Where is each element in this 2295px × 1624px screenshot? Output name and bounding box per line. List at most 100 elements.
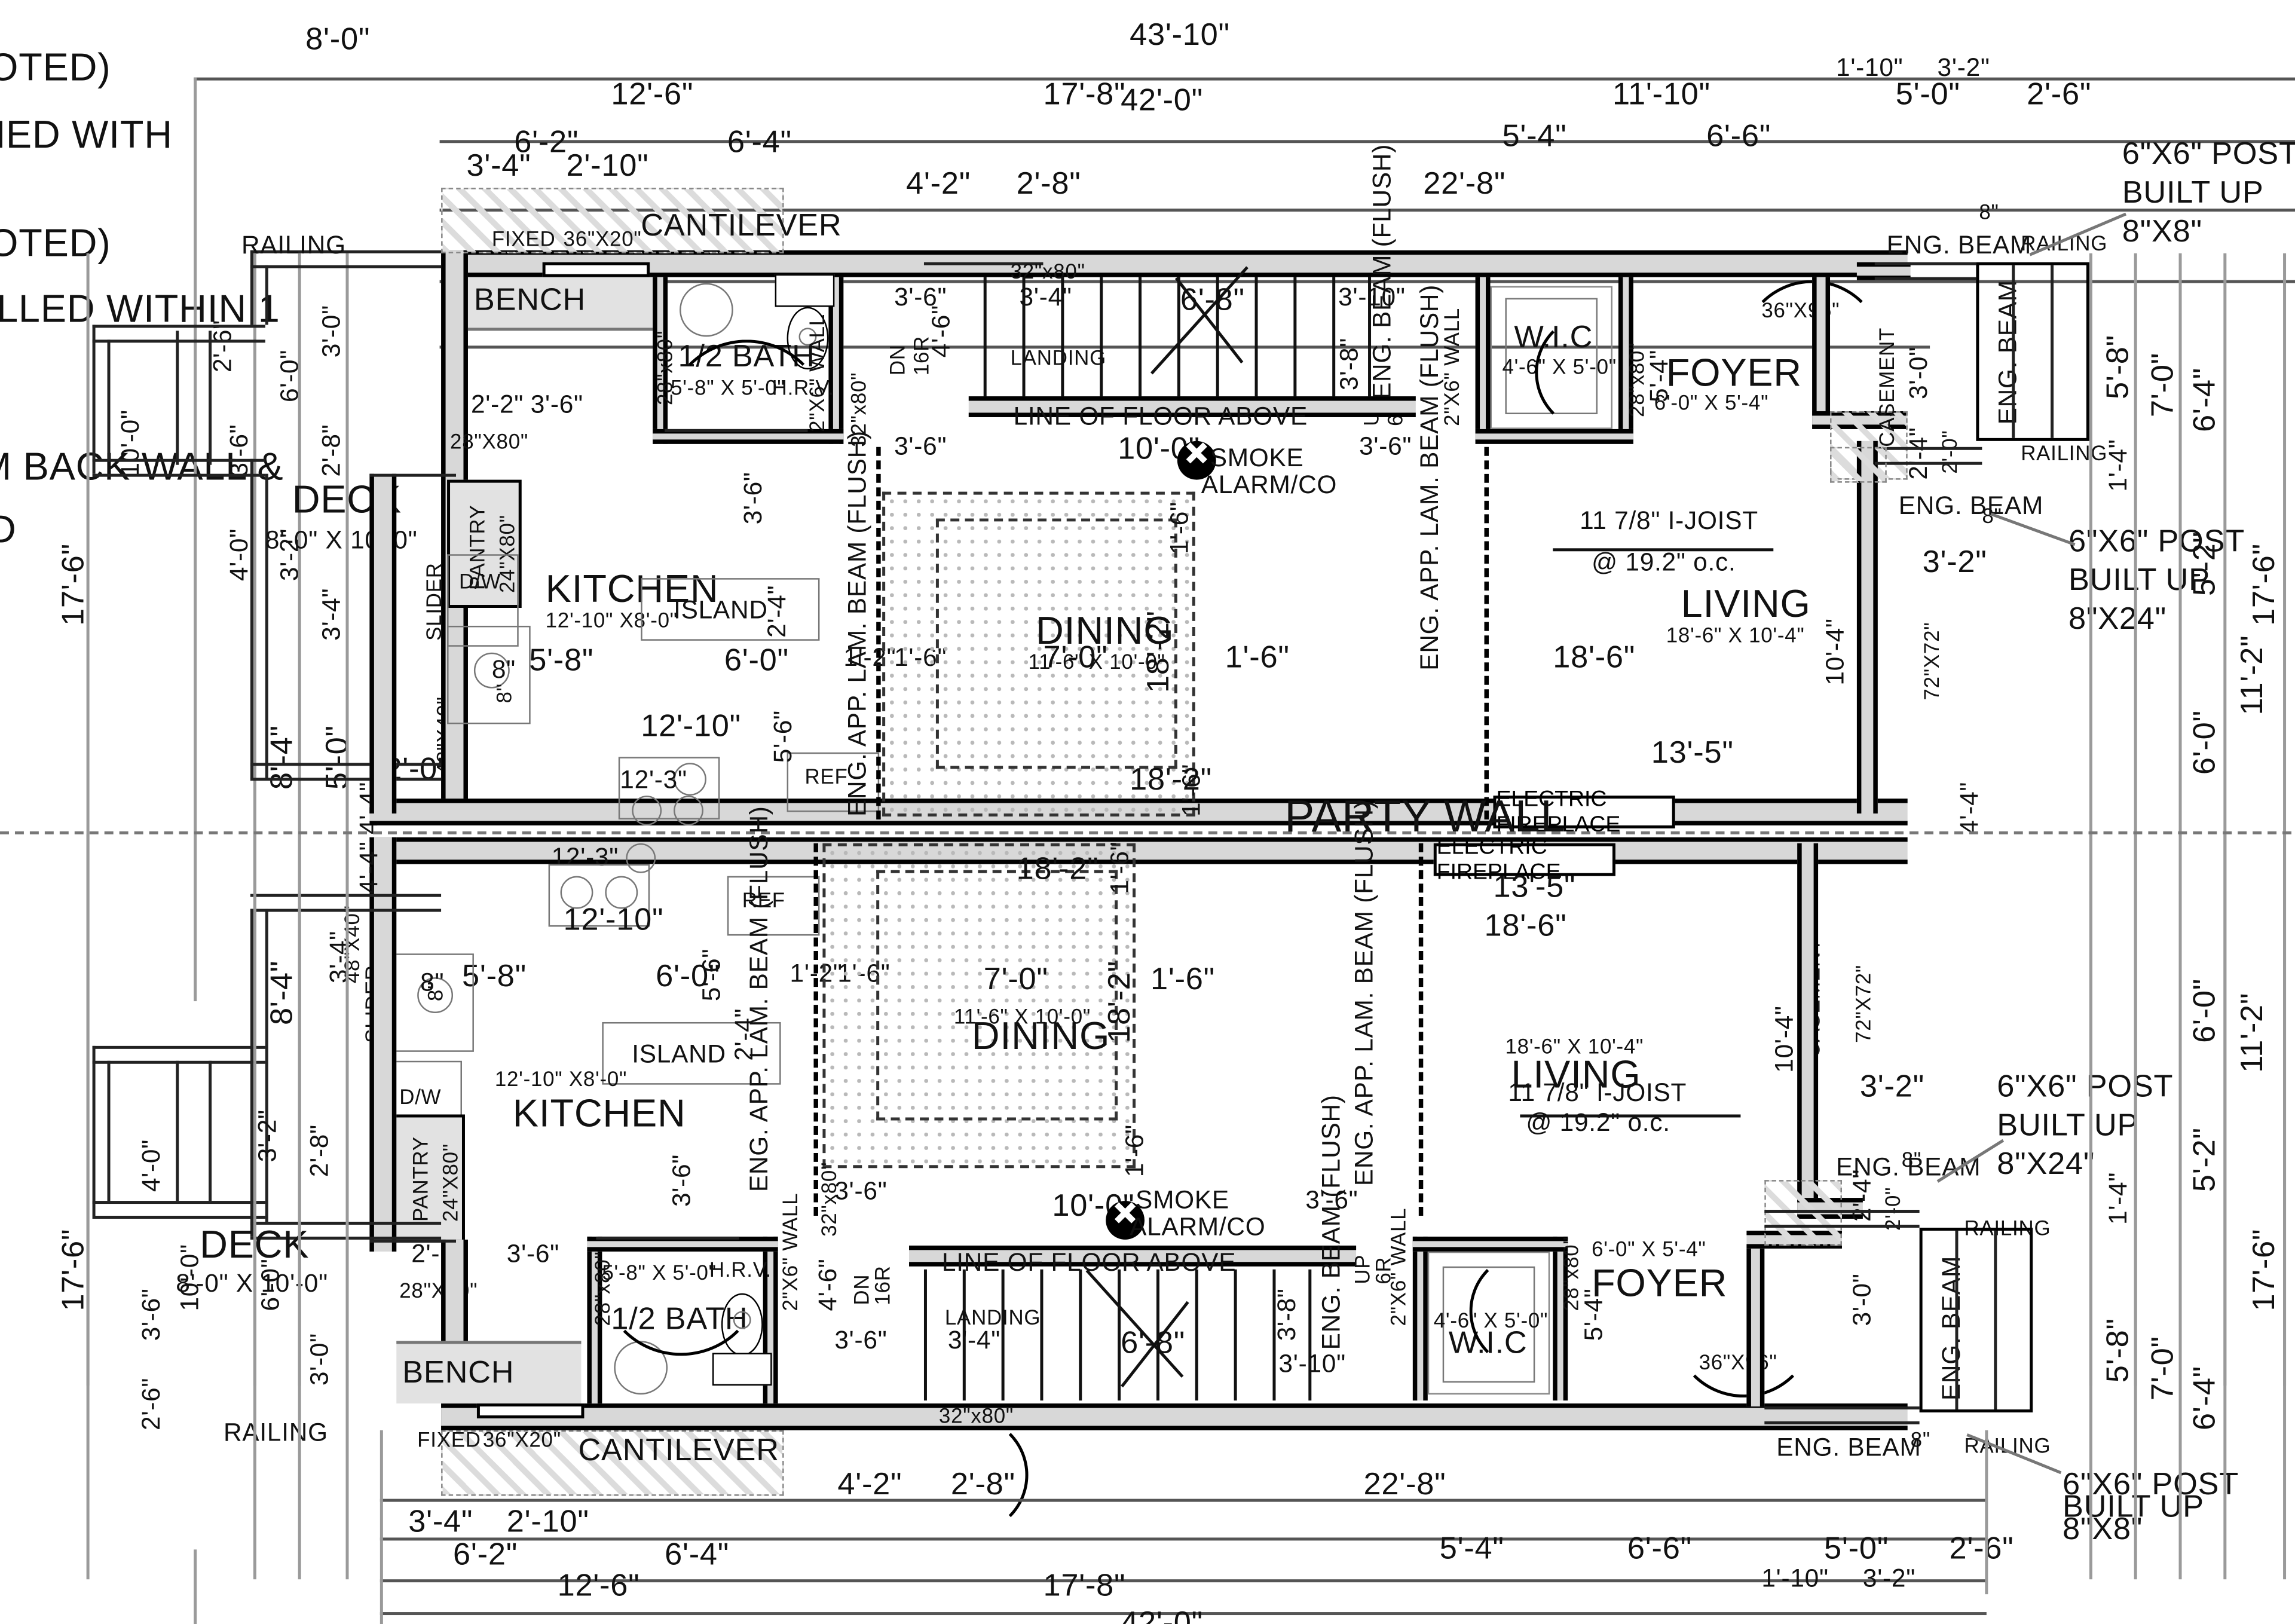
dim-5-4-upper: 5'-4" [1645,349,1674,403]
dim-2-0-lower: 2'-0" [1880,1186,1905,1231]
smoke-alarm-icon-upper [1177,441,1216,480]
dim-2-2-upper: 2'-2" [470,390,524,419]
dim-right-17-6-upper: 17'-6" [2247,543,2282,626]
room-size-kitchen-upper: 12'-10" X8'-0" [545,608,678,632]
dim-bot-42-0: 42'-0" [1121,1606,1203,1624]
post-note1-line3: 8"X8" [2122,214,2202,249]
dim-13-5-lower: 13'-5" [1493,870,1576,905]
dim-bot-2-6: 2'-6" [1949,1531,2014,1566]
eng-beam-label-lower: ENG. BEAM [1776,1433,1921,1462]
wall-wic-left-upper [1475,277,1491,441]
island-label-lower: ISLAND [632,1039,726,1069]
16r-label-lower: 16R [870,1265,895,1305]
dim-1-6d-upper: 1'-6" [1177,763,1206,816]
dim-12-3-lower: 12'-3" [551,843,619,872]
room-label-kitchen-upper: KITCHEN [545,566,719,611]
eng-lam-beam-upper: ENG. APP. LAM. BEAM (FLUSH) [843,430,872,816]
dim-4-6-lower: 4'-6" [813,1258,842,1311]
dim-right-6-4-lower: 6'-4" [2187,1365,2222,1430]
landing-label-lower: LANDING [944,1305,1041,1329]
dim-3-4-upper: 3'-4" [1019,283,1072,311]
dim-18-2-lower: 18'-2" [1016,852,1099,887]
entry-hatch-lower [1764,1180,1842,1246]
wall-left-lower [369,837,397,1252]
dining-zone-lower [822,843,1136,1169]
dining-zone-upper [882,491,1195,816]
railing-label-lower: RAILING [224,1418,328,1447]
room-label-dining-upper: DINING [1035,608,1174,653]
dim-bot-6-6: 6'-6" [1627,1531,1692,1566]
eng-beam-label-upper2: ENG. BEAM [1898,491,2044,520]
dim-top-2-6: 2'-6" [2027,77,2092,112]
wall-top-upper [441,250,1908,277]
window-72x72-lower: 72"X72" [1850,964,1875,1043]
dim-3-10-upper: 3'-10" [1338,283,1406,311]
eng-beam-flush-upper: ENG. BEAM (FLUSH) [1368,143,1397,400]
dim-8in-lower: 8" [1901,1147,1922,1172]
ijoist-label2-lower: @ 19.2" o.c. [1526,1108,1670,1137]
general-note-1: OTED) [0,44,111,90]
dim-top-11-10: 11'-10" [1612,77,1710,112]
island-label-upper: ISLAND [674,596,768,625]
eng-lam-beam-lower-l: ENG. APP. LAM. BEAM (FLUSH) [745,806,774,1192]
wall-wic-top-lower [1412,1236,1568,1252]
room-label-bench-upper: BENCH [473,283,586,317]
dim-top-5-0: 5'-0" [1895,77,1960,112]
dim-left-3-4-lower: 3'-4" [325,931,353,984]
party-wall-label: PARTY WALL [1284,793,1566,842]
dim-left-2-8-lower: 2'-8" [305,1124,334,1178]
post-note1-line2: BUILT UP [2122,176,2264,210]
dim-left-2-6-lower: 2'-6" [137,1377,166,1430]
ref-label-lower: REF [742,888,785,912]
dim-2-0-upper: 2'-0" [1937,430,1962,474]
door-36x96-lower: 36"X96" [1699,1350,1777,1374]
dim-18-2-upper: 18'-2" [1130,763,1212,797]
dim-6-0-lower: 6'-0" [656,959,721,994]
dim-3-6-upper: 3'-6" [530,390,583,419]
dim-3-0-upper: 3'-0" [1904,346,1933,400]
dim-top-4-2: 4'-2" [906,167,971,201]
dim-left-4-4-lower: 4'-4" [354,841,383,894]
post-note2-line3: 8"X24" [2068,602,2167,637]
room-label-living-lower: LIVING [1511,1051,1641,1097]
door-28x80-bath-upper: 28"x80" [653,330,677,406]
post-note2-line1: 6"X6" POST [2068,524,2245,559]
dim-top-5-4: 5'-4" [1502,119,1567,154]
dim-12-3-upper: 12'-3" [620,766,687,794]
dim-right-5-2-lower: 5'-2" [2187,1127,2222,1192]
post-note3-line1: 6"X6" POST [1997,1069,2174,1105]
bench-lower [396,1341,582,1404]
room-size-foyer-lower: 6'-0" X 5'-4" [1592,1236,1706,1261]
dim-1-6c-upper: 1'-6" [1225,640,1290,675]
dim-top-17-8: 17'-8" [1043,77,1126,112]
stair-treads-upper [983,277,1372,400]
dim-top-6-2: 6'-2" [514,125,579,160]
dim-3-6b-lower: 3'-6" [506,1239,559,1268]
dim-top-12-6: 12'-6" [611,77,694,112]
room-size-deck-lower: 8'-0" X 10'-0" [176,1269,328,1298]
dim-top-3-4: 3'-4" [466,149,531,183]
dim-bot-6-2: 6'-2" [453,1537,518,1572]
eng-lam-beam-lower: ENG. APP. LAM. BEAM (FLUSH) [1350,800,1379,1186]
dim-1-6b-upper: 1'-6" [1165,501,1194,555]
dim-right-17-6-lower: 17'-6" [2247,1228,2282,1311]
wall-2x6b-lower: 2"X6" WALL [778,1192,802,1311]
dim-6-8-upper: 6'-8" [1180,283,1245,317]
dim-13-5-upper: 13'-5" [1651,736,1734,770]
dim-2-4-upper: 2'-4" [763,585,792,638]
room-size-foyer-upper: 6'-0" X 5'-4" [1654,390,1769,414]
dim-3-6b-upper: 3'-6" [739,472,768,525]
dn-label-lower: DN [849,1274,874,1305]
dim-1-6-lower-a: 1'-6" [1106,841,1134,894]
ijoist-label1-lower: 11 7/8" I-JOIST [1508,1078,1687,1108]
room-size-dining-lower: 11'-6" X 10'-0" [953,1004,1091,1028]
wall-left-lower-upper [369,473,397,813]
dim-bot-6-4: 6'-4" [665,1537,730,1572]
room-label-living-upper: LIVING [1681,581,1811,626]
door-28x80-wic-lower: 28"x80" [1559,1236,1583,1311]
dim-2-4b-upper: 2'-4" [1904,427,1933,480]
dim-10-4-upper: 10'-4" [1821,618,1850,686]
cantilever-hatch-lower [441,1430,784,1496]
dim-right-11-2-upper: 11'-2" [2235,635,2270,715]
